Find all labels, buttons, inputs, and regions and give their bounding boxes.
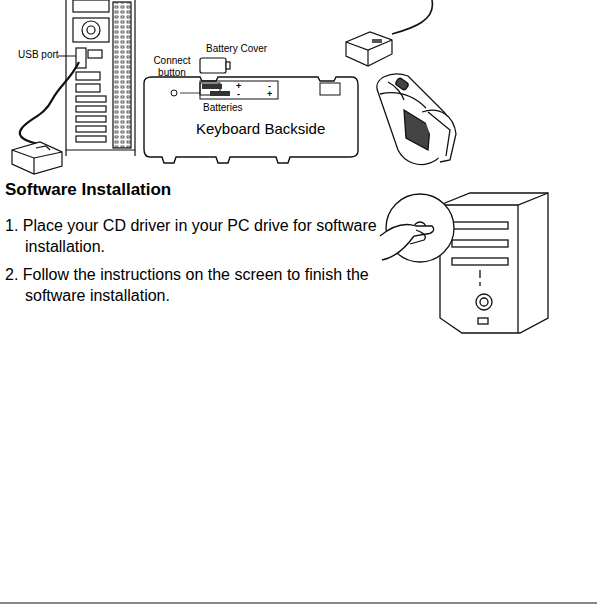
keyboard-backside: Keyboard Backside (140, 75, 362, 165)
usb-receiver-left (12, 142, 62, 174)
step-text: 2. Follow the instructions on the screen… (5, 265, 397, 307)
part-label: USB port (18, 49, 59, 61)
polarity-mark: + (267, 89, 272, 99)
usb-cable (20, 62, 79, 144)
page-rule (0, 602, 597, 603)
pc-tower-back (66, 0, 135, 156)
usb-receiver-right (346, 0, 432, 66)
battery-cover (200, 58, 230, 73)
leader-line (58, 56, 76, 57)
part-label: Battery Cover (206, 43, 267, 55)
step-text: 1. Place your CD driver in your PC drive… (5, 216, 397, 258)
keyboard-title: Keyboard Backside (196, 120, 325, 137)
mouse (377, 74, 456, 165)
pc-with-cd (380, 193, 548, 333)
part-label: Connect button (150, 55, 194, 78)
section-heading: Software Installation (5, 180, 171, 200)
polarity-mark: - (237, 89, 240, 99)
part-label: Batteries (203, 102, 242, 114)
